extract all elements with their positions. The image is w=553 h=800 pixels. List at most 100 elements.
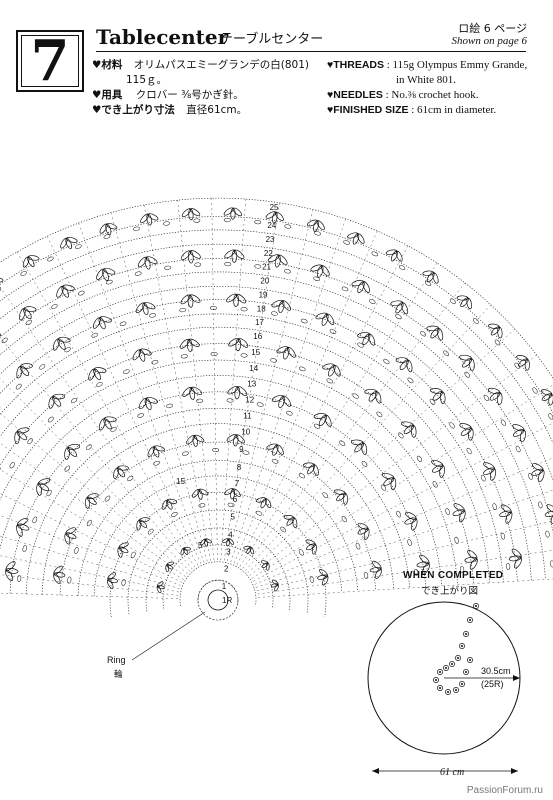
petal-motif — [267, 254, 280, 263]
tools-label-jp: ♥用具 — [92, 89, 123, 101]
petal-motif — [459, 423, 472, 430]
petal-motif — [322, 363, 335, 370]
petal-motif — [487, 387, 501, 395]
petal-motif — [430, 388, 443, 394]
chain-loop — [443, 350, 449, 357]
chain-loop — [532, 387, 538, 394]
petal-motif — [156, 585, 162, 594]
stitch-spoke — [78, 222, 205, 563]
petal-motif — [276, 346, 289, 354]
row-number-label: 4 — [228, 531, 233, 540]
row-number-label: 5 — [231, 513, 236, 522]
petal-motif — [92, 317, 101, 329]
petal-motif — [540, 389, 553, 396]
chain-loop — [25, 319, 32, 325]
stitch-spoke — [0, 592, 179, 599]
chain-loop — [15, 383, 22, 390]
chain-loop — [270, 358, 277, 363]
chain-loop — [110, 426, 117, 432]
size-label-jp: ♥でき上がり寸法 — [92, 104, 175, 116]
chain-loop — [284, 269, 291, 274]
ring-label-en: Ring — [107, 655, 126, 665]
petal-motif — [5, 569, 14, 581]
petal-motif — [181, 208, 192, 218]
chain-loop — [314, 231, 321, 236]
radius-arrow — [513, 675, 520, 681]
petal-motif — [453, 503, 465, 512]
stitch-spoke — [16, 251, 199, 566]
chain-loop — [300, 318, 308, 324]
row-number-label: 7 — [235, 479, 240, 488]
mini-motif-center — [464, 670, 468, 674]
petal-motif — [357, 332, 370, 338]
stitch-spoke — [251, 384, 553, 579]
petal-motif — [516, 355, 528, 361]
chain-loop — [210, 351, 218, 357]
petal-motif — [512, 424, 525, 432]
chain-loop — [548, 413, 553, 420]
chain-loop — [322, 492, 329, 499]
chain-loop — [464, 371, 470, 378]
stitch-row-arc — [9, 391, 426, 594]
petal-motif — [180, 294, 191, 305]
chain-loop — [86, 519, 92, 527]
header-rule — [96, 51, 526, 52]
stitch-spoke — [0, 378, 191, 572]
stitch-spoke — [249, 354, 537, 576]
petal-motif — [132, 349, 142, 361]
chain-loop — [64, 465, 71, 472]
chain-loop — [339, 440, 346, 446]
petal-motif — [431, 459, 444, 467]
petal-motif — [488, 323, 500, 329]
mini-motif-center — [446, 690, 450, 694]
petal-motif — [36, 483, 42, 496]
stitch-spoke — [0, 574, 179, 596]
petal-motif — [14, 431, 20, 444]
petal-motif — [135, 302, 145, 314]
stitch-spoke — [143, 204, 211, 561]
stitch-spoke — [256, 520, 553, 591]
petal-motif — [16, 365, 23, 379]
petal-motif — [347, 232, 359, 239]
petal-motif — [419, 554, 430, 565]
petal-motif — [302, 462, 315, 468]
stitch-spoke — [257, 578, 553, 598]
chain-loop — [355, 542, 361, 550]
chain-loop — [182, 451, 189, 456]
row-number-label: 23 — [266, 235, 275, 244]
stitch-spoke — [253, 422, 553, 582]
stitch-spoke — [220, 198, 246, 561]
petal-motif — [88, 368, 96, 381]
petal-motif — [161, 499, 169, 510]
row-number-label: 19 — [259, 290, 268, 299]
chain-loop — [528, 473, 533, 480]
petal-motif — [140, 213, 149, 224]
chain-loop — [149, 313, 156, 318]
petal-motif — [224, 249, 236, 259]
chain-loop — [133, 226, 140, 231]
petal-motif — [136, 519, 142, 531]
stitch-spoke — [245, 304, 492, 571]
petal-motif — [64, 533, 71, 545]
petal-motif — [0, 332, 2, 338]
petal-motif — [319, 569, 328, 577]
petal-motif — [255, 497, 267, 503]
mini-motif — [437, 685, 443, 691]
mini-motif-center — [460, 682, 464, 686]
petal-motif — [350, 439, 364, 446]
chain-loop — [298, 473, 305, 479]
chain-loop — [298, 549, 304, 556]
petal-motif — [401, 421, 414, 428]
size-value-jp: 直径61cm。 — [186, 104, 248, 116]
petal-motif — [260, 560, 269, 565]
stitch-spoke — [0, 515, 181, 586]
watermark: PassionForum.ru — [466, 785, 543, 796]
mini-motif-center — [450, 662, 454, 666]
ring-label-jp: 輪 — [114, 670, 123, 680]
chain-loop — [240, 353, 248, 358]
chain-loop — [396, 510, 401, 518]
mini-motif-center — [464, 632, 468, 636]
chain-loop — [224, 262, 232, 267]
